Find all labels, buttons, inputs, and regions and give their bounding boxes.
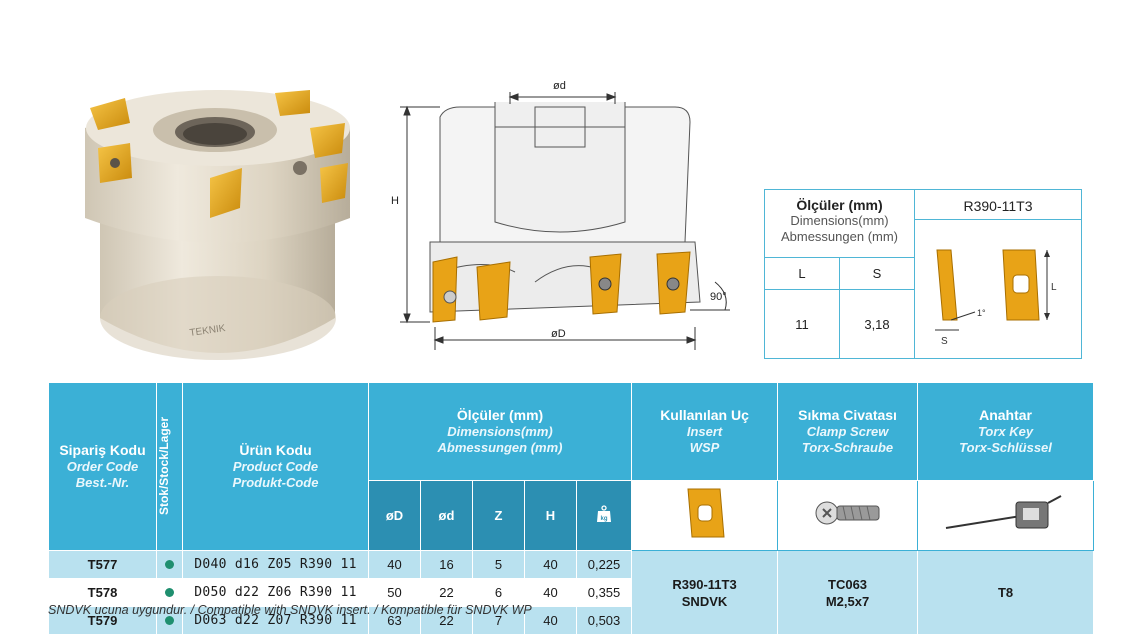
insert-label-s: S <box>941 336 948 347</box>
header-product-code: Ürün Kodu Product Code Produkt-Code <box>182 382 369 551</box>
z-cell: 5 <box>472 550 525 579</box>
torx-key-icon <box>945 495 1062 529</box>
insert-icon <box>686 488 725 538</box>
screw-value-line-2: M2,5x7 <box>825 593 870 609</box>
header-insert: Kullanılan Uç Insert WSP <box>631 382 779 481</box>
insert-dimensions-header: Ölçüler (mm) Dimensions(mm) Abmessungen … <box>765 190 914 258</box>
table-row: T578 D050 d22 Z06 R390 11 50 22 6 40 0,3… <box>48 578 1094 607</box>
svg-text:TEKNIK: TEKNIK <box>189 323 227 339</box>
dims-header-de: Abmessungen (mm) <box>780 229 899 244</box>
big-d-cell: 50 <box>368 578 421 607</box>
weight-icon: kg <box>597 505 612 522</box>
product-code-cell: D063 d22 Z07 R390 11 <box>182 606 369 635</box>
dims-header-tr: Ölçüler (mm) <box>796 197 883 213</box>
weight-cell: 0,225 <box>575 550 633 579</box>
dims-col-s: S <box>872 266 882 281</box>
dim-label-big-d: øD <box>551 328 566 340</box>
z-cell: 7 <box>472 606 525 635</box>
h-cell: 40 <box>524 606 577 635</box>
z-cell: 6 <box>472 578 525 607</box>
stock-cell <box>156 550 183 579</box>
table-row: T579 D063 d22 Z07 R390 11 63 22 7 40 0,5… <box>48 606 1094 635</box>
screw-value-line-1: TC063 <box>828 576 868 592</box>
insert-value-cell: R390-11T3 SNDVK <box>631 550 779 635</box>
dim-label-angle: 90° <box>710 291 727 303</box>
insert-value-line-1: R390-11T3 <box>672 576 737 592</box>
big-d-cell: 40 <box>368 550 421 579</box>
dims-value-s: 3,18 <box>864 316 890 332</box>
subheader-small-d: ød <box>420 480 473 551</box>
big-d-cell: 63 <box>368 606 421 635</box>
in-stock-dot-icon <box>165 588 174 597</box>
subheader-big-d: øD <box>368 480 421 551</box>
weight-cell: 0,355 <box>575 578 633 607</box>
stock-cell <box>156 578 183 607</box>
header-torx-key: Anahtar Torx Key Torx-Schlüssel <box>917 382 1095 481</box>
dims-header-en: Dimensions(mm) <box>790 213 889 228</box>
in-stock-dot-icon <box>165 616 174 625</box>
subheader-h: H <box>524 480 577 551</box>
screw-image-cell <box>777 480 919 551</box>
insert-image-cell <box>631 480 779 551</box>
dims-value-l: 11 <box>765 290 840 358</box>
dims-col-l: L <box>765 258 840 289</box>
dims-values-row: 11 3,18 <box>765 290 914 358</box>
key-image-cell <box>917 480 1095 551</box>
insert-value-line-2: SNDVK <box>681 593 728 609</box>
insert-name: R390-11T3 <box>915 190 1081 220</box>
footnote: SNDVK ucuna uygundur. / Compatible with … <box>48 603 532 617</box>
technical-drawing: ød H øD 90° <box>391 80 730 350</box>
header-order-code: Sipariş Kodu Order Code Best.-Nr. <box>48 382 157 551</box>
subheader-weight: kg <box>575 480 633 551</box>
h-cell: 40 <box>524 550 577 579</box>
insert-drawing: L S 1° <box>935 249 1057 347</box>
weight-cell: 0,503 <box>575 606 633 635</box>
table-row: T577 D040 d16 Z05 R390 11 40 16 5 40 0,2… <box>48 550 1095 635</box>
insert-dimensions-values: Ölçüler (mm) Dimensions(mm) Abmessungen … <box>765 190 915 358</box>
insert-drawing-panel: R390-11T3 L S 1° <box>915 190 1081 358</box>
header-dimensions: Ölçüler (mm) Dimensions(mm) Abmessungen … <box>367 382 633 481</box>
subheader-z: Z <box>472 480 525 551</box>
screw-value-cell: TC063 M2,5x7 <box>777 550 919 635</box>
header-clamp-screw: Sıkma Civatası Clamp Screw Torx-Schraube <box>777 382 919 481</box>
key-value-cell: T8 <box>917 550 1095 635</box>
small-d-cell: 22 <box>420 606 473 635</box>
header-stock: Stok/Stock/Lager <box>156 382 183 551</box>
in-stock-dot-icon <box>165 560 174 569</box>
insert-label-l: L <box>1051 282 1057 293</box>
stock-cell <box>156 606 183 635</box>
torx-screw-icon <box>815 501 880 525</box>
product-code-cell: D050 d22 Z06 R390 11 <box>182 578 369 607</box>
small-d-cell: 16 <box>420 550 473 579</box>
dims-subheader: L S <box>765 258 914 290</box>
order-code-cell: T577 <box>48 550 157 579</box>
product-code-cell: D040 d16 Z05 R390 11 <box>182 550 369 579</box>
h-cell: 40 <box>524 578 577 607</box>
dim-label-small-d: ød <box>553 80 566 92</box>
milling-cutter-photo: TEKNIK <box>85 90 350 360</box>
insert-dimensions-box: Ölçüler (mm) Dimensions(mm) Abmessungen … <box>764 189 1082 359</box>
insert-label-angle: 1° <box>977 308 986 318</box>
dim-label-height: H <box>391 195 399 207</box>
svg-text:kg: kg <box>601 516 608 522</box>
order-code-cell: T579 <box>48 606 157 635</box>
product-table: Sipariş Kodu Order Code Best.-Nr. Stok/S… <box>48 382 1095 635</box>
